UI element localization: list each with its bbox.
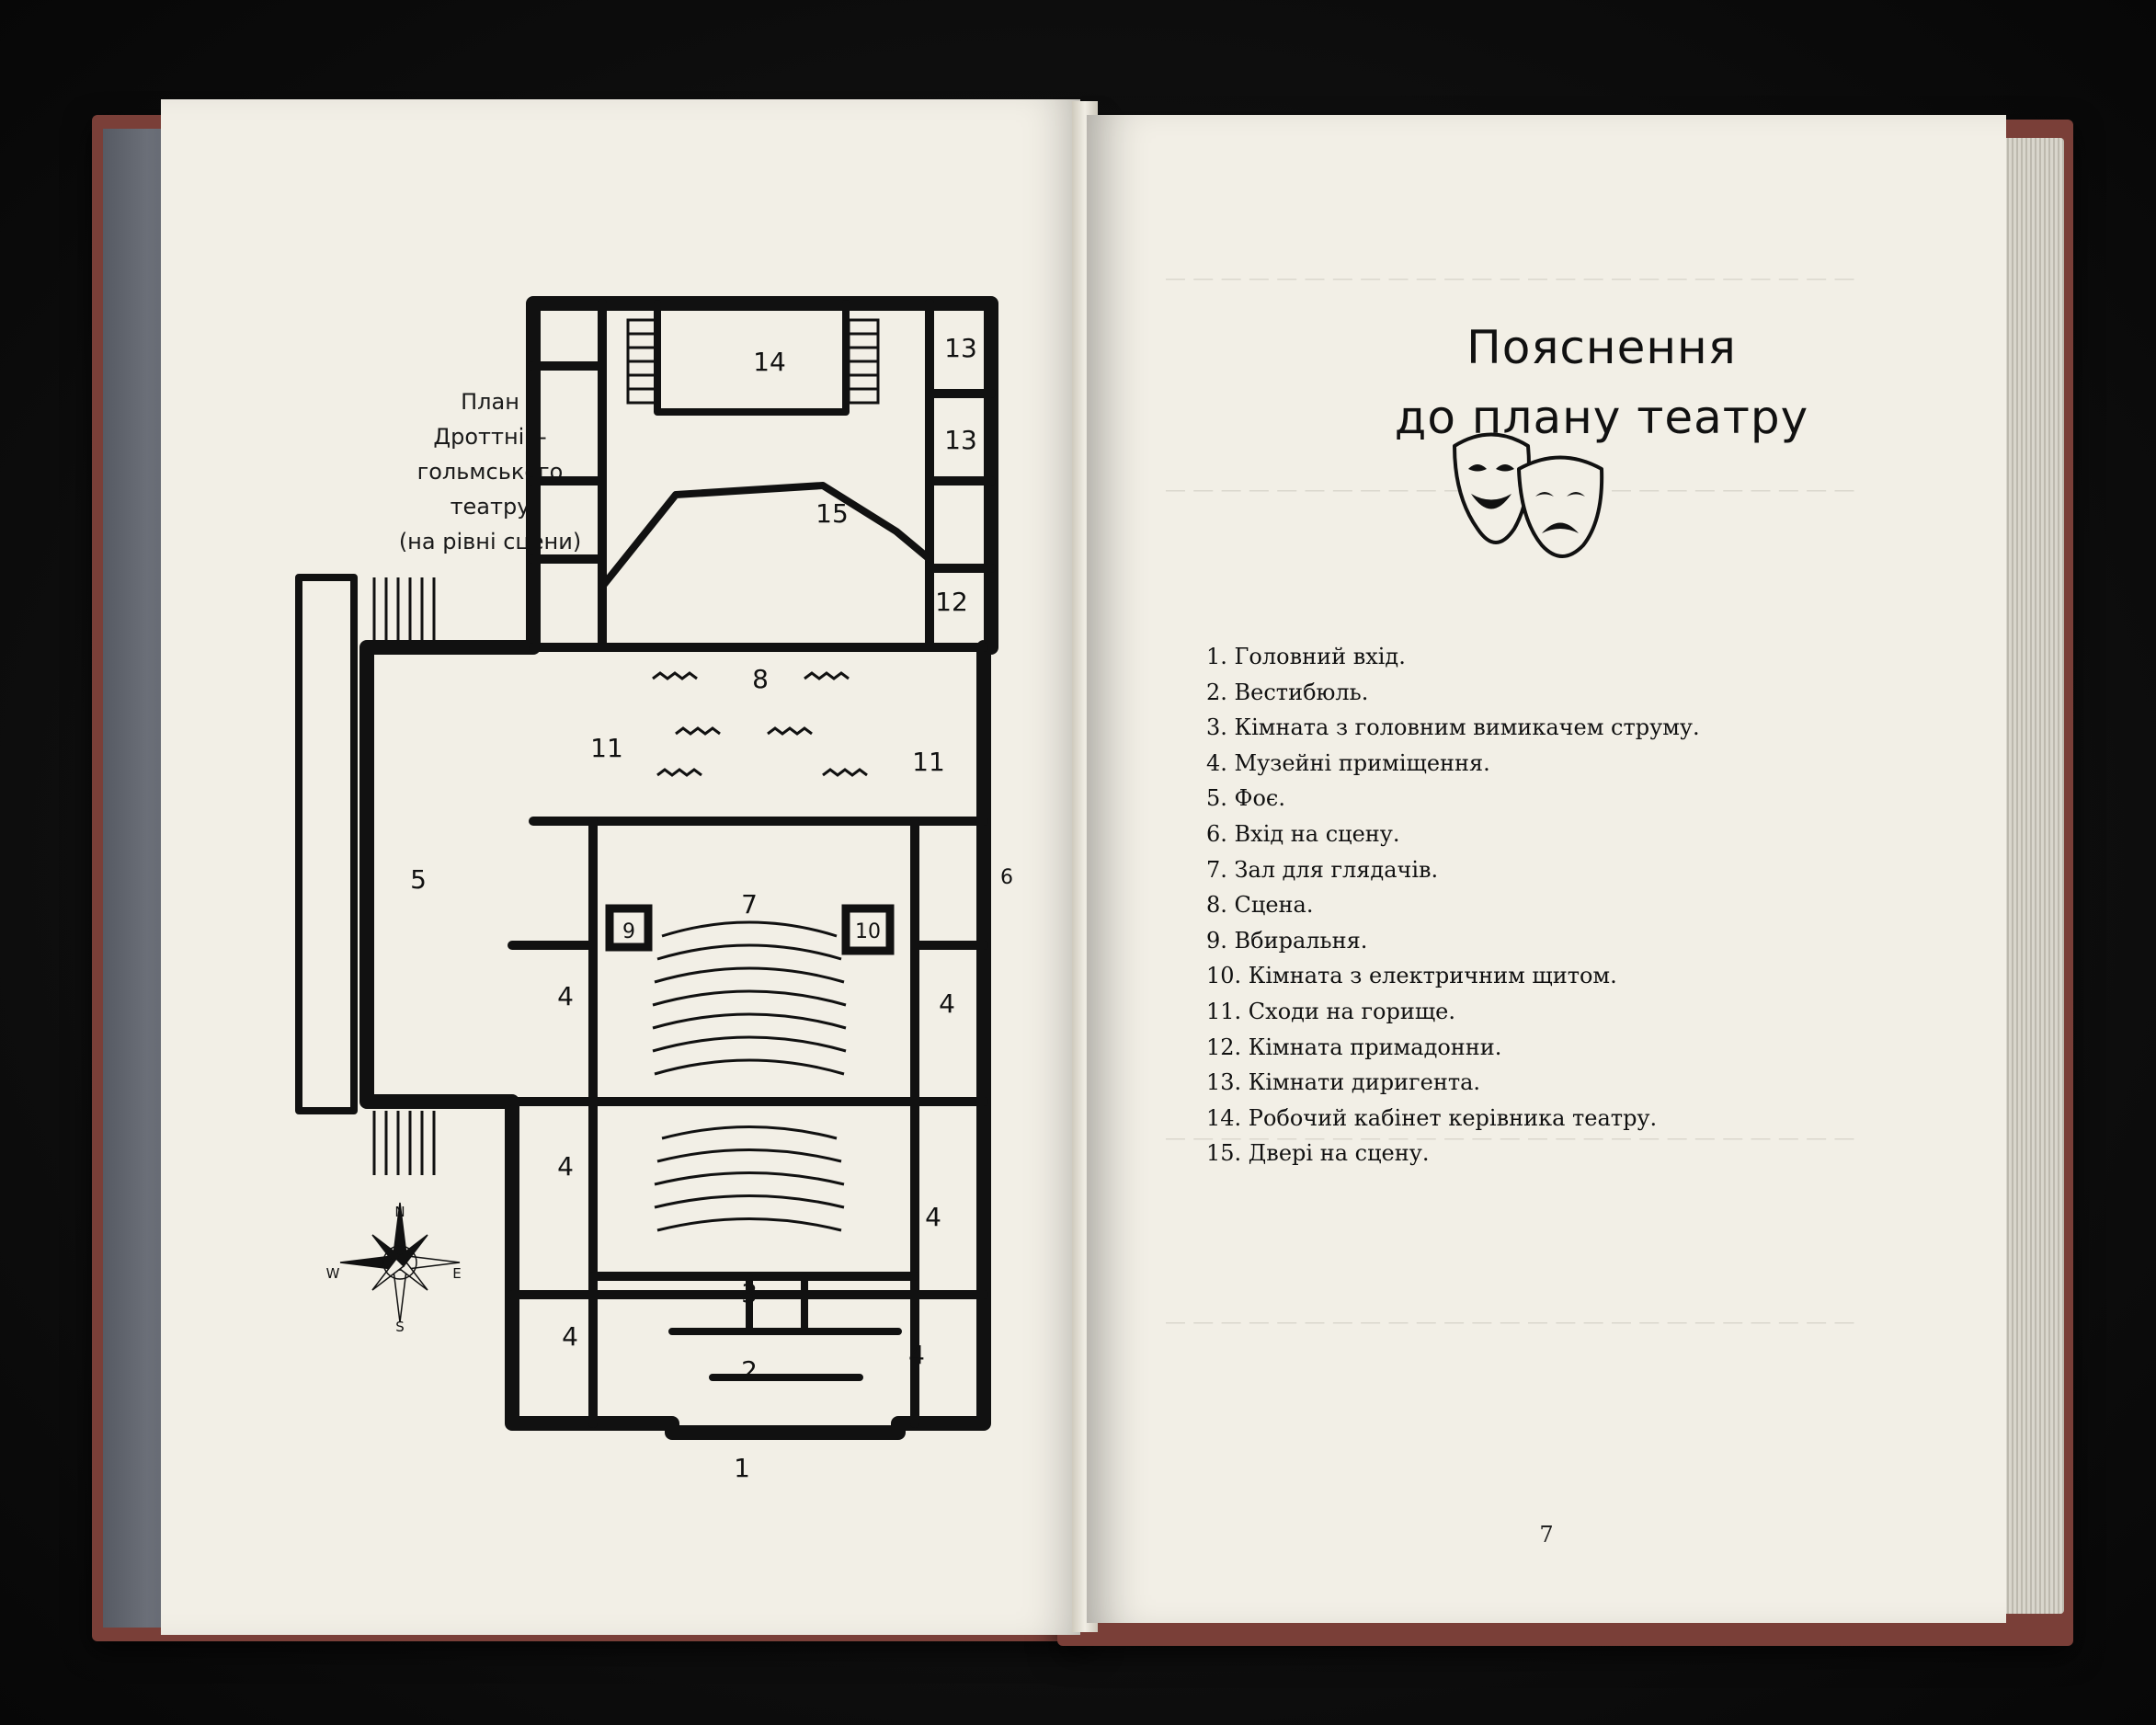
plan-room-label: 4 [557,1151,574,1182]
compass-label-north: N [394,1204,405,1220]
legend-item: 5. Фоє. [1206,785,1285,812]
show-through-text: — — — — — — — — — — — — — — — — — — — — … [1165,267,1855,291]
plan-caption-line: театру [450,494,530,520]
legend-item: 11. Сходи на горище. [1206,998,1456,1024]
plan-legend-list: 1. Головний вхід. 2. Вестибюль. 3. Кімна… [1206,639,1960,1171]
plan-caption-line: План [461,389,519,415]
plan-room-label: 1 [734,1453,750,1483]
plan-room-label: 4 [557,981,574,1011]
page-title-line: до плану театру [1394,391,1809,444]
legend-item: 8. Сцена. [1206,892,1314,919]
plan-room-label: 6 [1000,866,1013,889]
plan-room-label: 4 [925,1202,941,1232]
plan-room-label: 10 [855,920,881,943]
plan-room-label: 4 [562,1321,578,1352]
left-page: План Дроттнін- гольмського театру (на рі… [161,99,1080,1635]
plan-room-label: 4 [939,988,955,1019]
legend-item: 12. Кімната примадонни. [1206,1034,1502,1060]
legend-item: 15. Двері на сцену. [1206,1140,1430,1167]
page-title: Пояснення до плану театру [1261,313,1942,452]
plan-room-label: 5 [410,864,427,895]
page-stack-edge [1995,138,2064,1614]
compass-label-south: S [395,1319,405,1335]
compass-label-east: E [452,1265,461,1282]
legend-item: 9. Вбиральня. [1206,927,1368,954]
compass-rose-icon: N E S W [326,1202,462,1335]
legend-item: 7. Зал для глядачів. [1206,856,1439,883]
plan-room-label: 7 [741,889,758,920]
page-title-line: Пояснення [1466,321,1737,374]
plan-room-label: 4 [908,1340,925,1370]
plan-room-label: 13 [944,333,977,363]
plan-room-label: 2 [741,1355,758,1386]
plan-room-label: 14 [753,347,786,377]
compass-label-west: W [326,1265,340,1282]
legend-item: 2. Вестибюль. [1206,679,1369,705]
plan-room-label: 11 [912,747,945,777]
theatre-floor-plan: 14 13 13 15 12 8 11 11 9 10 6 5 7 4 4 4 … [295,296,1013,1483]
plan-room-label: 8 [752,664,769,694]
plan-caption-line: (на рівні сцени) [398,529,582,554]
show-through-text: — — — — — — — — — — — — — — — — — — — — … [1165,1310,1855,1334]
plan-room-label: 9 [622,920,635,943]
plan-room-label: 12 [935,587,968,617]
legend-item: 10. Кімната з електричним щитом. [1206,963,1617,989]
legend-item: 6. Вхід на сцену. [1206,820,1400,847]
plan-room-label: 15 [816,498,849,529]
legend-item: 4. Музейні приміщення. [1206,749,1490,776]
legend-item: 1. Головний вхід. [1206,644,1406,669]
plan-room-label: 11 [590,733,623,763]
theatre-masks-icon [1453,432,1604,558]
right-page: — — — — — — — — — — — — — — — — — — — — … [1087,115,2006,1623]
legend-item: 14. Робочий кабінет керівника театру. [1206,1104,1658,1131]
plan-room-label: 13 [944,425,977,455]
plan-room-label: 3 [741,1278,758,1308]
show-through-text: — — — — — — — — — — — — — — — — — — — — … [1165,1126,1855,1150]
legend-item: 3. Кімната з головним вимикачем струму. [1206,714,1700,741]
page-number: 7 [1539,1522,1554,1548]
legend-item: 13. Кімнати диригента. [1206,1069,1481,1096]
